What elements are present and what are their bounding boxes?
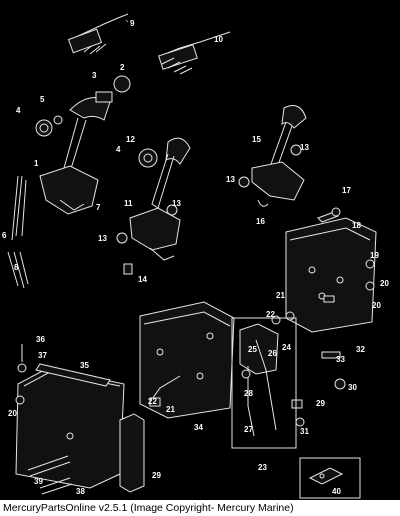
callout-11: 11 xyxy=(124,199,133,208)
callout-4: 4 xyxy=(16,106,21,115)
callout-32: 32 xyxy=(356,345,365,354)
callout-10: 10 xyxy=(214,35,223,44)
callout-28: 28 xyxy=(244,389,253,398)
callout-40: 40 xyxy=(332,487,341,496)
callout-3: 3 xyxy=(92,71,97,80)
callout-17: 17 xyxy=(342,186,351,195)
right-housing xyxy=(285,207,377,333)
callout-38: 38 xyxy=(76,487,85,496)
middle-housing xyxy=(139,301,346,449)
callout-labels: 1234456789101112131313131415161718192020… xyxy=(2,19,389,496)
callout-4-2: 4 xyxy=(116,145,121,154)
callout-35: 35 xyxy=(80,361,89,370)
callout-23: 23 xyxy=(258,463,267,472)
part-40-detail-box xyxy=(299,457,361,499)
callout-22: 22 xyxy=(266,310,275,319)
left-control-assembly xyxy=(7,75,131,289)
callout-18: 18 xyxy=(352,221,361,230)
callout-22-2: 22 xyxy=(148,397,157,406)
callout-9: 9 xyxy=(130,19,135,28)
left-housing xyxy=(15,344,145,495)
callout-20-2: 20 xyxy=(372,301,381,310)
callout-13-3: 13 xyxy=(300,143,309,152)
callout-34: 34 xyxy=(194,423,203,432)
callout-2: 2 xyxy=(120,63,125,72)
callout-33: 33 xyxy=(336,355,345,364)
callout-21-2: 21 xyxy=(166,405,175,414)
callout-21: 21 xyxy=(276,291,285,300)
callout-20: 20 xyxy=(380,279,389,288)
callout-39: 39 xyxy=(34,477,43,486)
part-9-wire-harness xyxy=(67,13,129,55)
callout-14: 14 xyxy=(138,275,147,284)
callout-26: 26 xyxy=(268,349,277,358)
callout-36: 36 xyxy=(36,335,45,344)
callout-12: 12 xyxy=(126,135,135,144)
callout-29-2: 29 xyxy=(152,471,161,480)
callout-13: 13 xyxy=(172,199,181,208)
callout-7: 7 xyxy=(96,203,101,212)
callout-29: 29 xyxy=(316,399,325,408)
callout-20-3: 20 xyxy=(8,409,17,418)
callout-15: 15 xyxy=(252,135,261,144)
callout-13-4: 13 xyxy=(226,175,235,184)
callout-24: 24 xyxy=(282,343,291,352)
callout-37: 37 xyxy=(38,351,47,360)
callout-25: 25 xyxy=(248,345,257,354)
callout-19: 19 xyxy=(370,251,379,260)
callout-5: 5 xyxy=(40,95,45,104)
image-caption: MercuryPartsOnline v2.5.1 (Image Copyrig… xyxy=(0,500,400,516)
right-control-assembly xyxy=(238,105,307,207)
middle-control-assembly xyxy=(116,137,191,275)
callout-8: 8 xyxy=(14,263,19,272)
exploded-parts-diagram: 1234456789101112131313131415161718192020… xyxy=(2,13,389,499)
part-10-wire-harness xyxy=(158,31,231,75)
callout-6: 6 xyxy=(2,231,7,240)
callout-27: 27 xyxy=(244,425,253,434)
callout-30: 30 xyxy=(348,383,357,392)
callout-16: 16 xyxy=(256,217,265,226)
callout-1: 1 xyxy=(34,159,39,168)
callout-31: 31 xyxy=(300,427,309,436)
callout-13-2: 13 xyxy=(98,234,107,243)
